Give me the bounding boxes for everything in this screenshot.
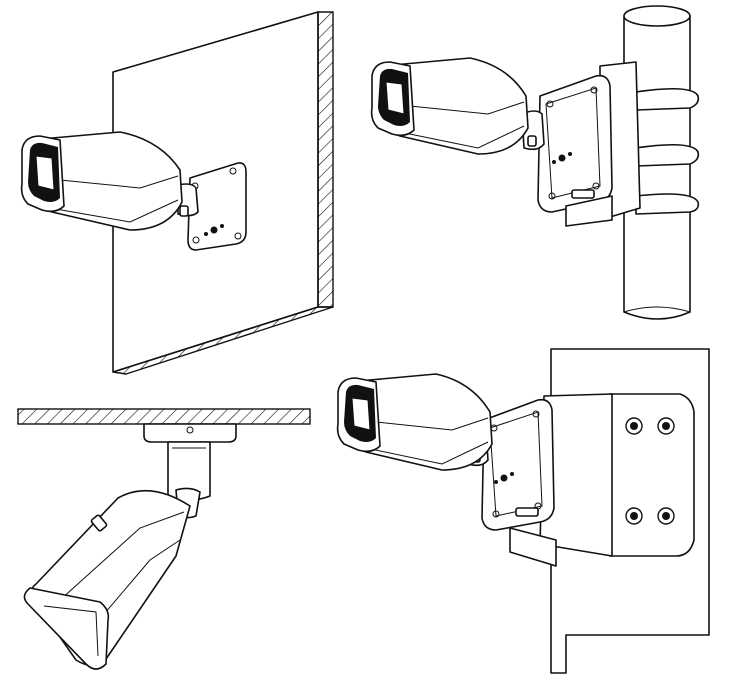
corner-camera xyxy=(336,373,493,471)
ceiling-slab xyxy=(17,408,311,425)
pole-straps xyxy=(635,88,700,215)
pole-camera xyxy=(370,57,529,155)
ceiling-mount-panel xyxy=(17,408,311,670)
pole-junction-box xyxy=(537,74,613,227)
corner-junction-box xyxy=(481,398,555,531)
pole-mount-panel xyxy=(370,5,700,320)
corner-mount-panel xyxy=(336,348,710,674)
wall-camera xyxy=(20,131,183,231)
corner-plate-bolts xyxy=(625,417,675,525)
wall-edge-hatch xyxy=(317,11,334,308)
wall-mount-panel xyxy=(20,11,334,375)
corner-mount-plate xyxy=(609,393,695,557)
wall-bottom-hatch xyxy=(112,306,334,375)
ceiling-camera xyxy=(23,489,191,670)
